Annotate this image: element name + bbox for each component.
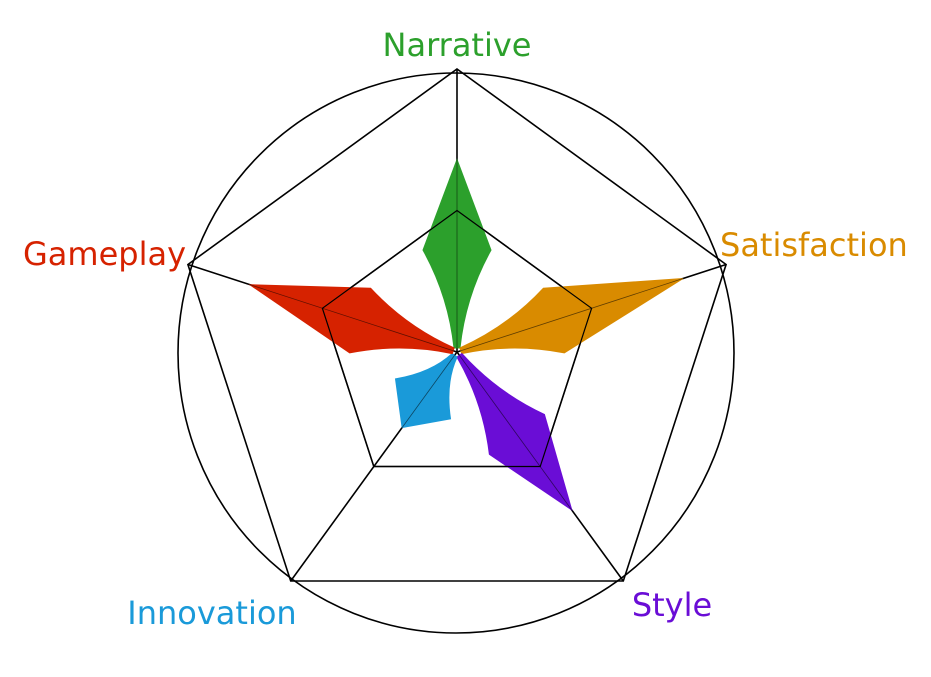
radar-grid xyxy=(177,68,735,634)
axis-labels: Narrative Satisfaction Style Innovation … xyxy=(23,26,908,632)
axis-label-gameplay: Gameplay xyxy=(23,235,186,273)
axis-label-innovation: Innovation xyxy=(127,594,296,632)
grid-ring-overlay xyxy=(321,209,593,468)
outer-circle xyxy=(177,72,735,634)
axis-label-style: Style xyxy=(632,586,712,624)
grid-ring-2 xyxy=(186,68,728,582)
petal-innovation xyxy=(394,352,458,429)
petal-gameplay xyxy=(248,284,455,355)
radar-petals xyxy=(187,69,727,582)
petal-satisfaction xyxy=(459,278,684,355)
axis-label-narrative: Narrative xyxy=(383,26,532,64)
axis-label-satisfaction: Satisfaction xyxy=(720,226,908,264)
